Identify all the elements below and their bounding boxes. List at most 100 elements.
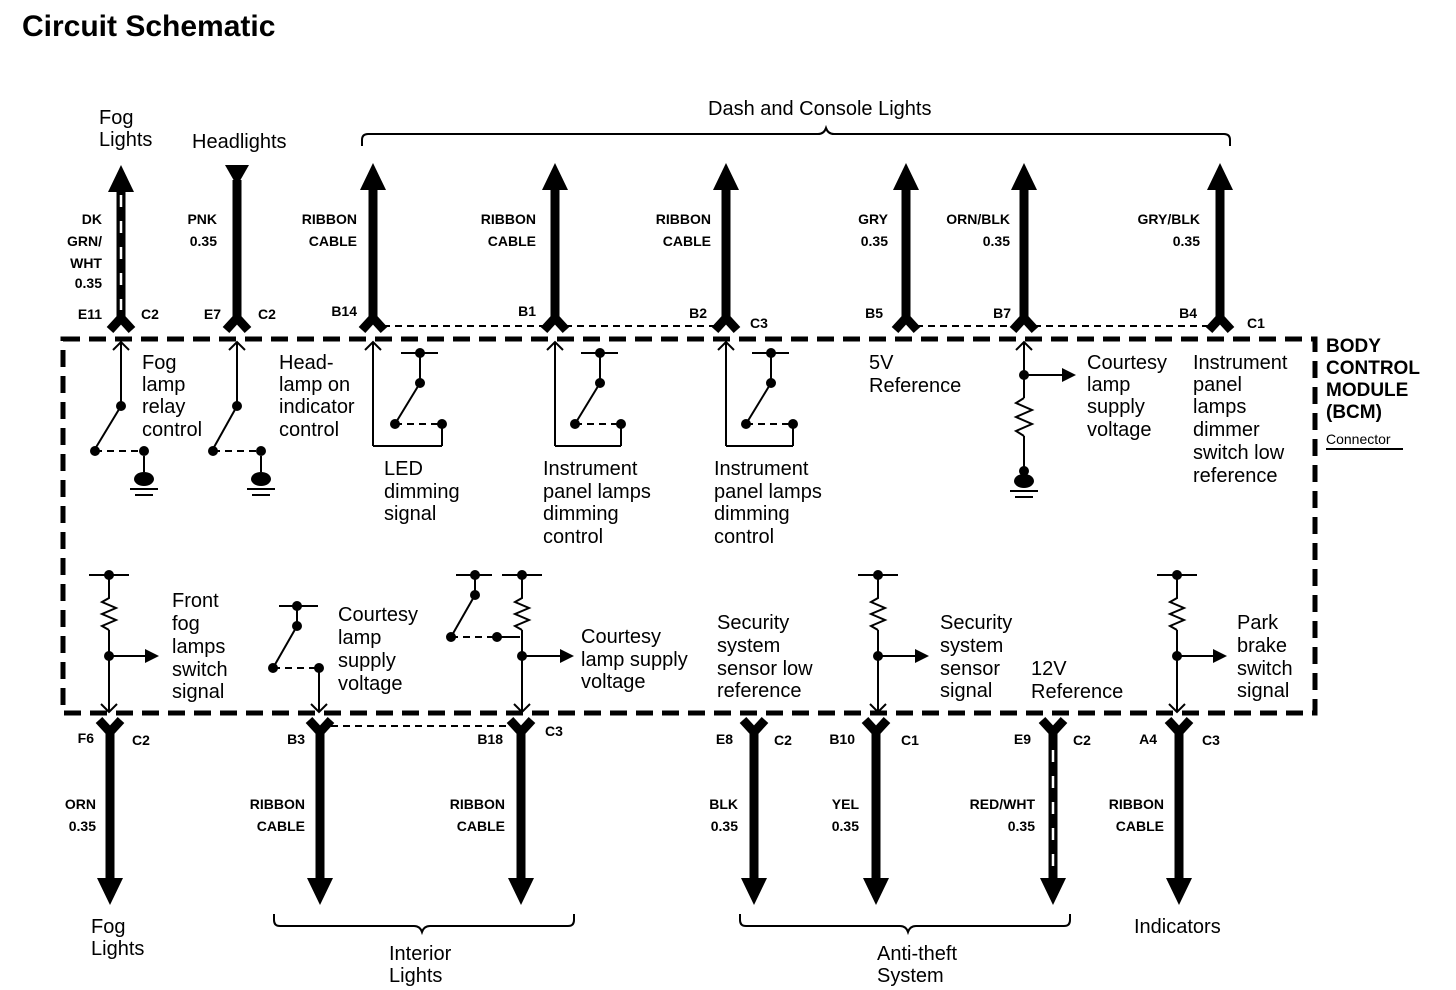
headlamp-ind-label-2: lamp on <box>279 374 350 396</box>
ip-low-ref-label-3: lamps <box>1193 396 1246 418</box>
park-brake-label-1: Park <box>1237 612 1279 634</box>
wire-e11-size: 0.35 <box>75 275 102 291</box>
wire-e8-pin: E8 <box>716 731 733 747</box>
fog-relay-label-3: relay <box>142 396 185 418</box>
park-brake-label-2: brake <box>1237 635 1287 657</box>
wire-b5 <box>891 163 921 334</box>
courtesy-top-circuit <box>1009 340 1076 498</box>
ip-low-ref-label-6: reference <box>1193 465 1278 487</box>
fog-lights-top-line2: Lights <box>99 129 152 151</box>
wire-b5-size: 0.35 <box>861 233 888 249</box>
wire-e7-color: PNK <box>187 211 217 227</box>
fog-lights-bottom-line1: Fog <box>91 916 125 938</box>
wire-b7 <box>1009 163 1039 334</box>
led-dim-label-3: signal <box>384 503 436 525</box>
wire-f6 <box>95 716 125 905</box>
wire-b10-size: 0.35 <box>832 818 859 834</box>
anti-theft-line1: Anti-theft <box>877 943 957 965</box>
bcm-label-line1: BODY <box>1326 336 1381 357</box>
led-dim-label-2: dimming <box>384 481 460 503</box>
wire-e9-connector: C2 <box>1073 732 1091 748</box>
courtesy1-label-1: Courtesy <box>338 604 418 626</box>
headlamp-indicator-switch <box>208 340 276 496</box>
wire-b10 <box>861 716 891 905</box>
wire-b2-color1: RIBBON <box>656 211 711 227</box>
courtesy2-label-1: Courtesy <box>581 626 661 648</box>
security-signal-circuit <box>858 570 929 714</box>
wire-a4-color1: RIBBON <box>1109 796 1164 812</box>
wire-b14-color1: RIBBON <box>302 211 357 227</box>
park-brake-circuit <box>1157 570 1227 714</box>
wire-b10-color: YEL <box>832 796 860 812</box>
courtesy-top-label-3: supply <box>1087 396 1145 418</box>
wire-b5-pin: B5 <box>865 305 883 321</box>
wire-e7-size: 0.35 <box>190 233 217 249</box>
wire-b18-connector: C3 <box>545 723 563 739</box>
wire-b14-color2: CABLE <box>309 233 357 249</box>
led-dim-label-1: LED <box>384 458 423 480</box>
wire-b18-color2: CABLE <box>457 818 505 834</box>
fog-relay-label-2: lamp <box>142 374 185 396</box>
bcm-label-line2: CONTROL <box>1326 358 1420 379</box>
wire-b18-color1: RIBBON <box>450 796 505 812</box>
front-fog-label-2: fog <box>172 613 200 635</box>
fog-lights-bottom-line2: Lights <box>91 938 144 960</box>
courtesy1-label-3: supply <box>338 650 396 672</box>
wire-f6-connector: C2 <box>132 732 150 748</box>
wire-e11-color1: DK <box>82 211 102 227</box>
wire-e9-size: 0.35 <box>1008 818 1035 834</box>
ref5v-label-1: 5V <box>869 352 894 374</box>
ip-dim1-label-2: panel lamps <box>543 481 651 503</box>
page-title: Circuit Schematic <box>22 10 275 43</box>
sec-low-ref-label-1: Security <box>717 612 789 634</box>
wire-b4 <box>1205 163 1235 334</box>
wire-b3-color1: RIBBON <box>250 796 305 812</box>
wire-e7-connector: C2 <box>258 306 276 322</box>
wire-e11-pin: E11 <box>78 306 102 322</box>
ip-dim2-label-3: dimming <box>714 503 790 525</box>
wire-e9-pin: E9 <box>1014 731 1031 747</box>
wire-e9 <box>1038 716 1068 905</box>
wire-f6-pin: F6 <box>78 730 95 746</box>
wire-e11 <box>106 165 136 334</box>
wire-b3-pin: B3 <box>287 731 305 747</box>
headlights-label: Headlights <box>192 131 287 153</box>
courtesy2-label-2: lamp supply <box>581 649 688 671</box>
wire-b4-color: GRY/BLK <box>1138 211 1200 227</box>
ip-low-ref-label-4: dimmer <box>1193 419 1260 441</box>
bcm-boundary <box>60 336 1318 716</box>
courtesy-top-label-1: Courtesy <box>1087 352 1167 374</box>
wire-a4-color2: CABLE <box>1116 818 1164 834</box>
wire-b3-color2: CABLE <box>257 818 305 834</box>
wire-b1 <box>540 163 570 334</box>
interior-lights-brace <box>273 914 575 936</box>
wire-b7-size: 0.35 <box>983 233 1010 249</box>
wire-b7-color: ORN/BLK <box>946 211 1010 227</box>
wire-e8-color: BLK <box>709 796 738 812</box>
wire-e8-size: 0.35 <box>711 818 738 834</box>
wire-b10-pin: B10 <box>829 731 855 747</box>
ref12v-label-1: 12V <box>1031 658 1067 680</box>
courtesy2-label-3: voltage <box>581 671 646 693</box>
wire-b14 <box>358 163 388 334</box>
park-brake-label-3: switch <box>1237 658 1293 680</box>
wire-b1-color1: RIBBON <box>481 211 536 227</box>
headlamp-ind-label-3: indicator <box>279 396 355 418</box>
wire-e11-color3: WHT <box>70 255 102 271</box>
wire-b14-pin: B14 <box>331 303 357 319</box>
indicators-label: Indicators <box>1134 916 1221 938</box>
interior-lights-line2: Lights <box>389 965 442 987</box>
wire-f6-color: ORN <box>65 796 96 812</box>
ip-low-ref-label-1: Instrument <box>1193 352 1288 374</box>
courtesy-top-label-4: voltage <box>1087 419 1152 441</box>
headlamp-ind-label-4: control <box>279 419 339 441</box>
wire-b3 <box>305 716 335 905</box>
front-fog-label-1: Front <box>172 590 219 612</box>
sec-signal-label-4: signal <box>940 680 992 702</box>
wire-b1-color2: CABLE <box>488 233 536 249</box>
wire-b1-pin: B1 <box>518 303 536 319</box>
wire-e11-color2: GRN/ <box>67 233 102 249</box>
sec-low-ref-label-4: reference <box>717 680 802 702</box>
wire-b2 <box>711 163 741 334</box>
